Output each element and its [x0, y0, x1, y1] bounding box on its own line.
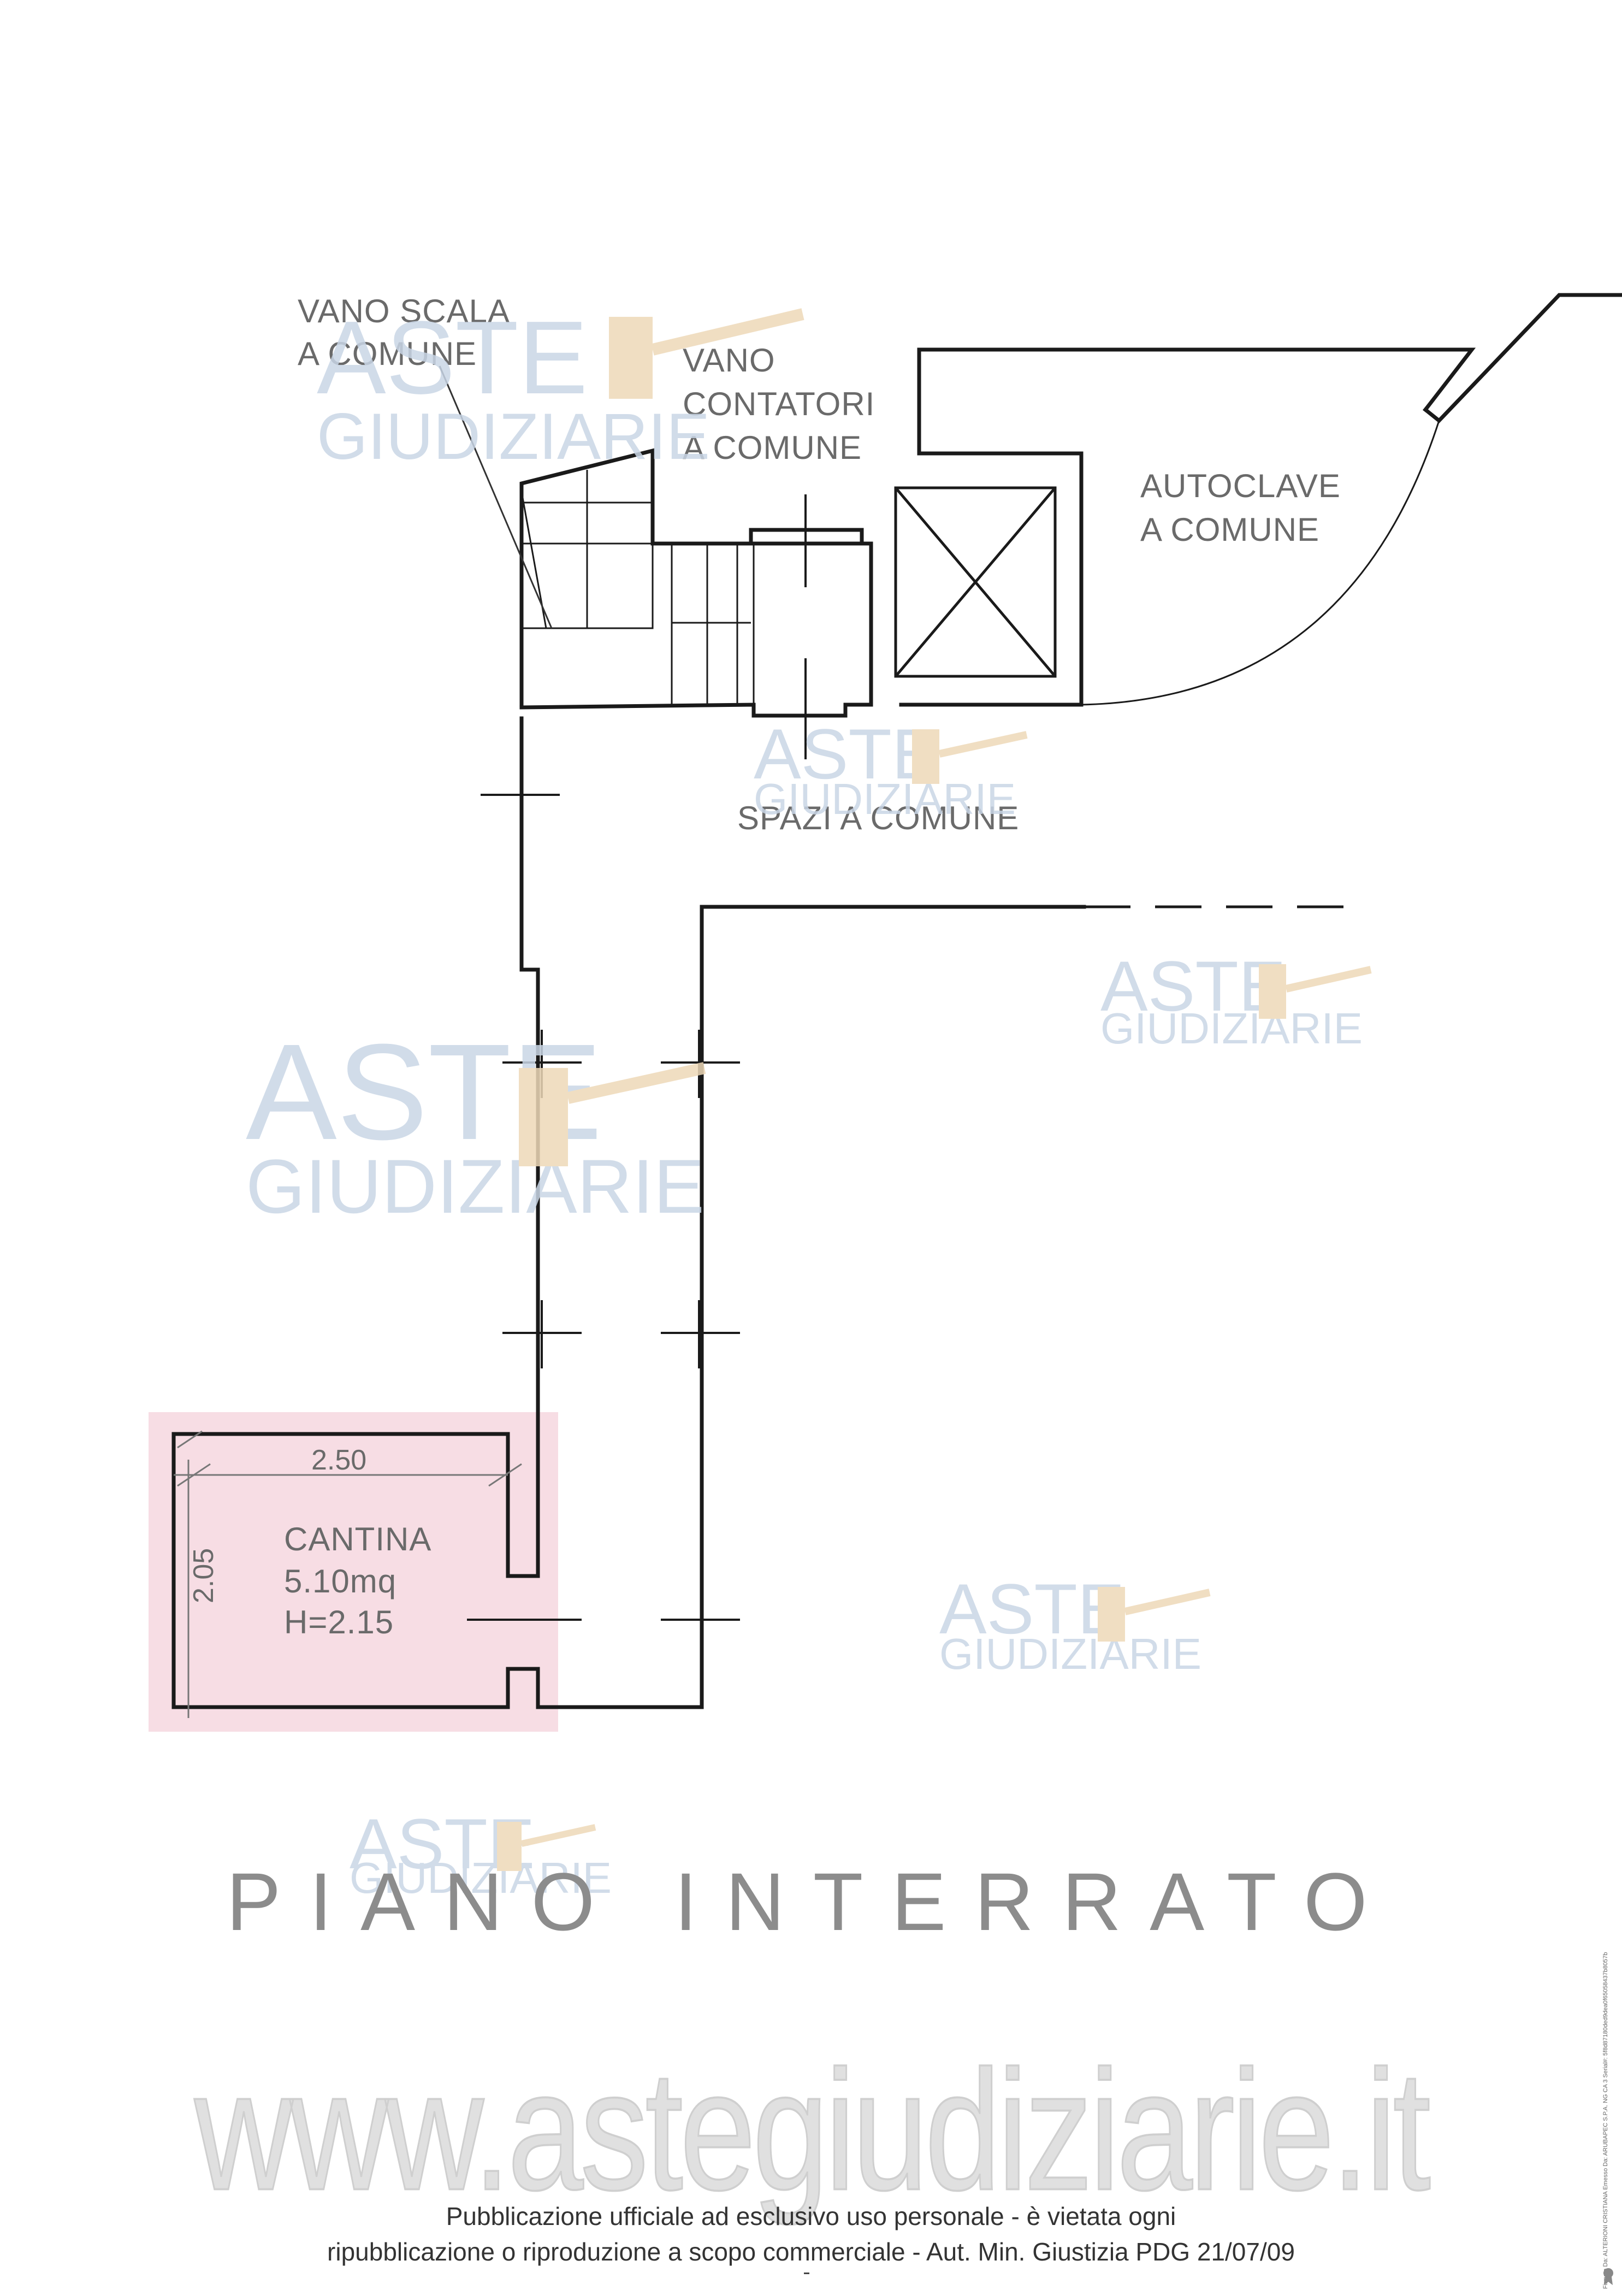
svg-text:GIUDIZIARIE: GIUDIZIARIE — [317, 400, 710, 473]
label-contatori-3: A COMUNE — [683, 429, 862, 466]
autoclave-arc — [1081, 420, 1440, 706]
label-vano-scala-1: VANO SCALA — [298, 293, 510, 329]
watermark-6: ASTE GIUDIZIARIE — [350, 1804, 612, 1902]
cantina-highlight — [149, 1412, 558, 1732]
autoclave-wall — [899, 347, 1476, 707]
disclaimer-line-2: ripubblicazione o riproduzione a scopo c… — [327, 2238, 1295, 2266]
svg-text:GIUDIZIARIE: GIUDIZIARIE — [939, 1630, 1201, 1678]
label-contatori-1: VANO — [683, 342, 776, 379]
gavel-icon — [609, 317, 653, 399]
watermark-2: ASTE GIUDIZIARIE — [754, 714, 1028, 823]
shaft-box — [894, 486, 1057, 678]
signature-note: Firmato Da: ALTERIONI CRISTIANA Emesso D… — [1602, 1952, 1609, 2289]
gavel-icon — [1259, 964, 1286, 1019]
svg-text:GIUDIZIARIE: GIUDIZIARIE — [350, 1854, 612, 1902]
svg-text:ASTE: ASTE — [1100, 946, 1286, 1026]
label-vano-scala-2: A COMUNE — [298, 335, 477, 372]
label-contatori-2: CONTATORI — [683, 386, 875, 422]
grid-ticks — [467, 494, 807, 1621]
watermark-3: ASTE GIUDIZIARIE — [1100, 946, 1372, 1053]
svg-text:ASTE: ASTE — [317, 300, 588, 416]
gavel-icon — [1098, 1587, 1125, 1642]
seal-icon — [1603, 2268, 1613, 2285]
gavel-icon — [497, 1822, 522, 1871]
page-title: PIANO INTERRATO — [226, 1856, 1396, 1947]
watermark-5: ASTE GIUDIZIARIE — [939, 1569, 1211, 1678]
label-leader — [439, 365, 553, 629]
label-autoclave-2: A COMUNE — [1140, 511, 1319, 548]
svg-text:ASTE: ASTE — [939, 1569, 1125, 1649]
svg-text:GIUDIZIARIE: GIUDIZIARIE — [1100, 1004, 1363, 1053]
label-cantina-height: H=2.15 — [284, 1604, 394, 1640]
site-watermark: www.astegiudiziarie.it — [194, 2034, 1432, 2227]
svg-text:ASTE: ASTE — [754, 714, 939, 794]
label-autoclave-1: AUTOCLAVE — [1140, 468, 1341, 504]
corridor-wall — [519, 716, 1086, 1709]
watermark-1: ASTE GIUDIZIARIE — [317, 300, 804, 473]
stair-treads — [520, 470, 755, 705]
depth-dim: 2.05 — [188, 1548, 220, 1603]
stair-wall — [519, 448, 873, 718]
autoclave-door — [1423, 293, 1622, 423]
label-spazi: SPAZI A COMUNE — [737, 800, 1019, 836]
label-cantina-name: CANTINA — [284, 1521, 431, 1557]
width-dim: 2.50 — [311, 1444, 366, 1476]
gavel-icon — [519, 1068, 568, 1166]
gavel-icon — [912, 729, 939, 784]
disclaimer-line-1: Pubblicazione ufficiale ad esclusivo uso… — [446, 2202, 1176, 2230]
svg-text:GIUDIZIARIE: GIUDIZIARIE — [754, 775, 1016, 823]
watermark-4: ASTE GIUDIZIARIE — [246, 1016, 706, 1229]
cantina-wall — [171, 1432, 704, 1709]
svg-text:GIUDIZIARIE: GIUDIZIARIE — [246, 1143, 705, 1229]
footer-dash — [804, 2273, 809, 2274]
dimension-lines — [174, 1430, 522, 1718]
label-cantina-area: 5.10mq — [284, 1563, 396, 1599]
